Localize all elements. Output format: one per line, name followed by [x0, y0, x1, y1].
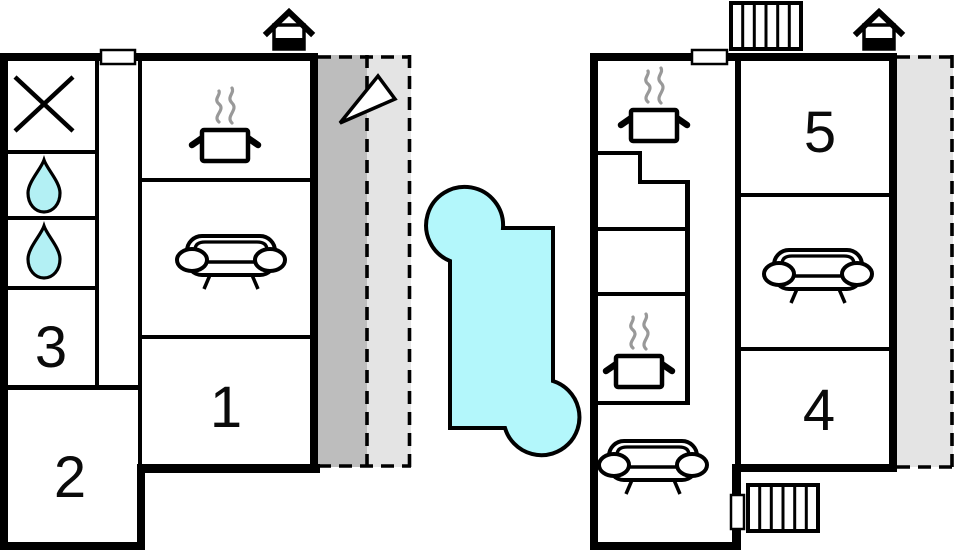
exterior-stairs-icon [729, 1, 803, 51]
door-right-building [690, 48, 729, 66]
door-left-building [99, 48, 137, 66]
north-arrow-triangle-icon [338, 73, 398, 125]
terrace-left-light [367, 55, 411, 467]
terrace-right-light [897, 55, 953, 467]
left-building-walls [0, 53, 320, 550]
room-3-label: 3 [35, 315, 67, 380]
room-2-label: 2 [54, 445, 86, 510]
room-4-label: 4 [803, 378, 835, 443]
terrace-right [897, 55, 960, 469]
terrace-left [318, 55, 412, 468]
exterior-stairs-icon [746, 483, 820, 533]
terrace-left-dark [318, 55, 367, 467]
x-symbol-icon [13, 75, 75, 133]
room-1-label: 1 [210, 375, 242, 440]
door-right-building-lower [729, 493, 746, 531]
room-5-label: 5 [804, 100, 836, 165]
pool [424, 184, 582, 458]
